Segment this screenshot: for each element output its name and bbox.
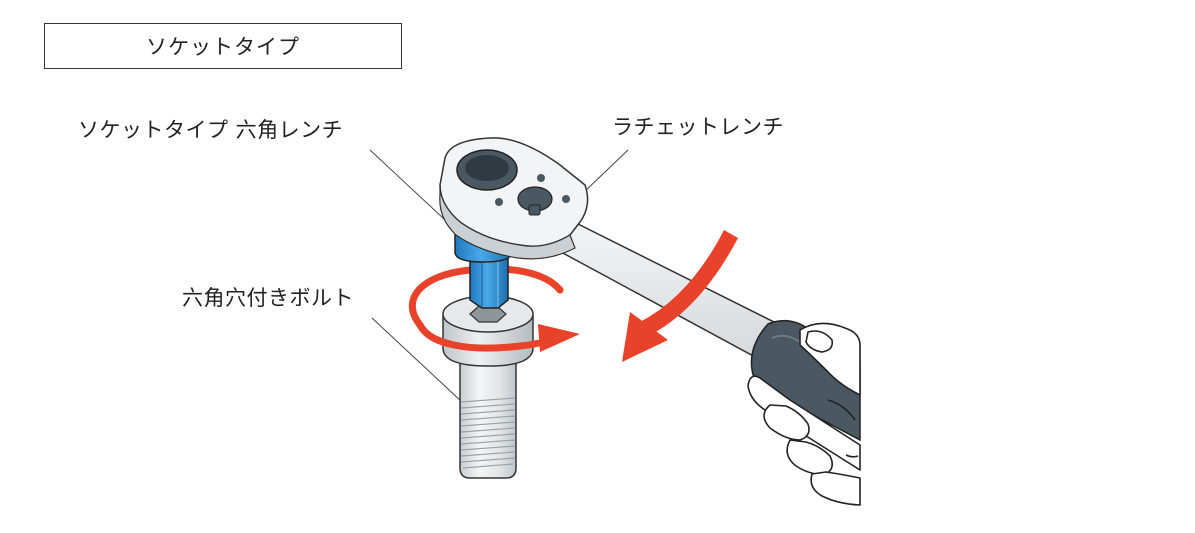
rotation-arrow-head: [538, 324, 580, 352]
hex-socket-bolt: [443, 296, 533, 478]
leader-line-ratchet: [582, 150, 628, 194]
